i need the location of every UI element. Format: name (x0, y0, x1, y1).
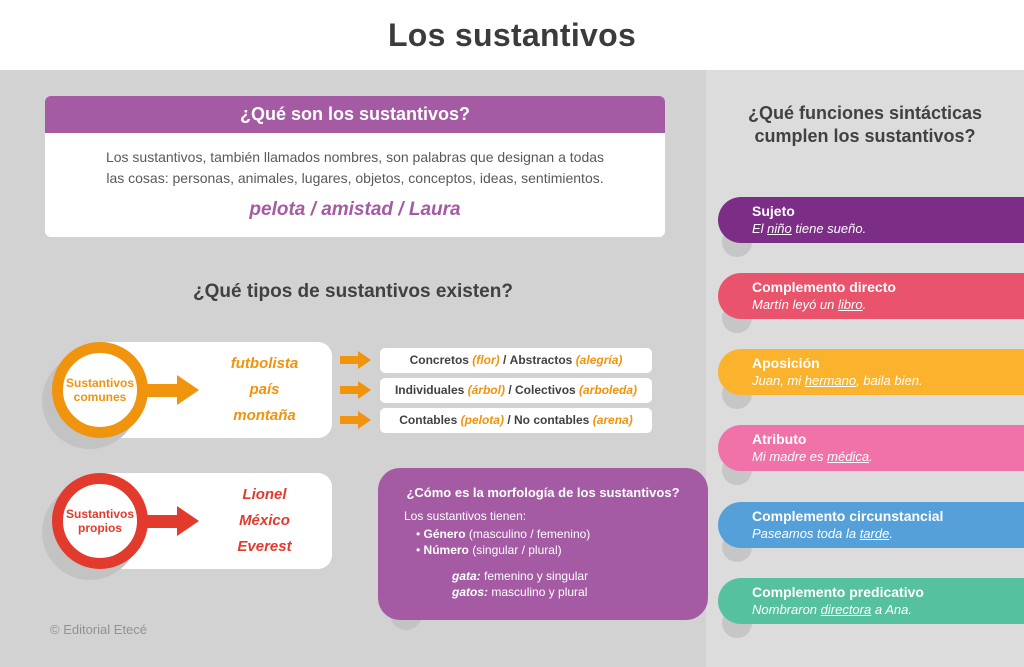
propios-circle-label: Sustantivos propios (65, 507, 134, 535)
function-box-complemento-predicativo: Complemento predicativo Nombraron direct… (718, 578, 1024, 624)
function-box-complemento-directo: Complemento directo Martín leyó un libro… (718, 273, 1024, 319)
morphology-bullet-genero: Género (masculino / femenino) (416, 526, 708, 542)
row-arrow-icon (340, 411, 371, 429)
function-example: Paseamos toda la tarde. (752, 526, 893, 541)
types-heading: ¿Qué tipos de sustantivos existen? (193, 281, 513, 302)
function-title: Complemento directo (752, 279, 896, 295)
title-bar: Los sustantivos (0, 0, 1024, 70)
function-title: Complemento circunstancial (752, 508, 944, 524)
example-word: futbolista (230, 355, 299, 372)
morphology-example-gata: gata: femenino y singular (452, 569, 589, 583)
propios-arrow-icon (147, 506, 199, 536)
definition-body: Los sustantivos, también llamados nombre… (45, 133, 665, 237)
morphology-bullet-numero: Número (singular / plural) (416, 542, 708, 558)
function-example: Mi madre es médica. (752, 449, 873, 464)
definition-card: ¿Qué son los sustantivos? Los sustantivo… (45, 96, 665, 237)
page-title: Los sustantivos (387, 16, 637, 53)
comunes-circle-label: Sustantivos comunes (65, 376, 134, 404)
example-word: montaña (233, 407, 296, 424)
type-row-concretos-abstractos: Concretos (flor) / Abstractos (alegría) (380, 348, 652, 373)
function-title: Atributo (752, 431, 807, 447)
function-example: Nombraron directora a Ana. (752, 602, 912, 617)
function-example: Martín leyó un libro. (752, 297, 867, 312)
function-title: Aposición (752, 355, 820, 371)
morphology-bullets: Género (masculino / femenino) Número (si… (378, 526, 708, 558)
morphology-example-gatos: gatos: masculino y plural (452, 585, 588, 599)
morphology-card: ¿Cómo es la morfología de los sustantivo… (378, 468, 708, 620)
propios-example-words: Lionel México Everest (203, 482, 326, 560)
morphology-examples: gata: femenino y singular gatos: masculi… (378, 568, 708, 600)
comunes-arrow-icon (147, 375, 199, 405)
comunes-example-words: futbolista país montaña (203, 351, 326, 429)
example-word: Everest (237, 538, 292, 555)
row-arrow-icon (340, 351, 371, 369)
propios-circle: Sustantivos propios (52, 473, 148, 569)
function-box-atributo: Atributo Mi madre es médica. (718, 425, 1024, 471)
definition-text-line-1: Los sustantivos, también llamados nombre… (105, 149, 605, 165)
function-title: Complemento predicativo (752, 584, 924, 600)
example-word: Lionel (242, 486, 287, 503)
footer-credit: © Editorial Etecé (50, 622, 148, 637)
definition-examples: pelota / amistad / Laura (249, 199, 461, 220)
functions-heading: ¿Qué funciones sintácticas cumplen los s… (747, 103, 983, 146)
function-box-sujeto: Sujeto El niño tiene sueño. (718, 197, 1024, 243)
function-example: El niño tiene sueño. (752, 221, 867, 236)
function-box-complemento-circunstancial: Complemento circunstancial Paseamos toda… (718, 502, 1024, 548)
comunes-circle: Sustantivos comunes (52, 342, 148, 438)
definition-text-line-2: las cosas: personas, animales, lugares, … (106, 170, 604, 186)
example-word: país (249, 381, 280, 398)
definition-header: ¿Qué son los sustantivos? (45, 96, 665, 133)
type-row-contables-nocontables: Contables (pelota) / No contables (arena… (380, 408, 652, 433)
type-row-individuales-colectivos: Individuales (árbol) / Colectivos (arbol… (380, 378, 652, 403)
row-arrow-icon (340, 381, 371, 399)
function-example: Juan, mi hermano, baila bien. (752, 373, 923, 388)
morphology-title: ¿Cómo es la morfología de los sustantivo… (406, 485, 680, 500)
function-title: Sujeto (752, 203, 795, 219)
example-word: México (239, 512, 290, 529)
morphology-intro: Los sustantivos tienen: (404, 509, 527, 523)
function-box-aposicion: Aposición Juan, mi hermano, baila bien. (718, 349, 1024, 395)
